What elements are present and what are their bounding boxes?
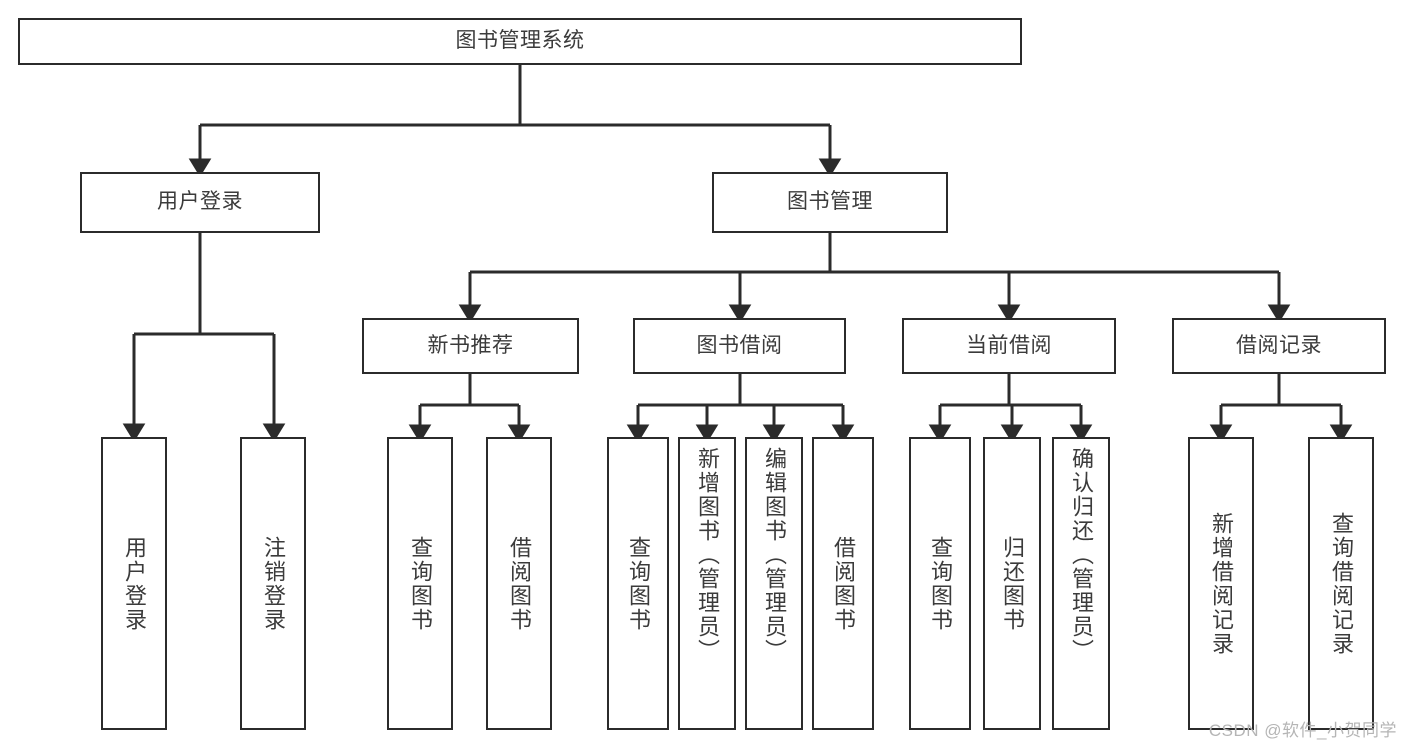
csdn-watermark: CSDN @软件_小贺同学 (1208, 721, 1397, 740)
node-level1-book-management-label: 图书管理 (787, 190, 873, 214)
node-leaf-query-book-current[interactable]: 查询图书 (909, 437, 971, 730)
node-leaf-confirm-return-admin-label: 确认归还（管理员） (1069, 447, 1094, 663)
node-leaf-user-login-label: 用户登录 (122, 535, 147, 632)
node-leaf-add-borrow-record[interactable]: 新增借阅记录 (1188, 437, 1254, 730)
node-leaf-query-book-recommend[interactable]: 查询图书 (387, 437, 453, 730)
node-leaf-add-borrow-record-label: 新增借阅记录 (1209, 511, 1234, 656)
node-level1-user-login[interactable]: 用户登录 (80, 172, 320, 233)
node-level1-book-management[interactable]: 图书管理 (712, 172, 948, 233)
node-leaf-borrow-book-recommend[interactable]: 借阅图书 (486, 437, 552, 730)
node-leaf-query-book-current-label: 查询图书 (928, 535, 953, 632)
node-leaf-edit-book-admin[interactable]: 编辑图书（管理员） (745, 437, 803, 730)
node-leaf-edit-book-admin-label: 编辑图书（管理员） (762, 447, 787, 663)
node-leaf-query-borrow-record[interactable]: 查询借阅记录 (1308, 437, 1374, 730)
node-level2-new-book-recommend[interactable]: 新书推荐 (362, 318, 579, 374)
node-leaf-borrow-book-recommend-label: 借阅图书 (507, 535, 532, 632)
node-level2-current-borrow-label: 当前借阅 (966, 333, 1052, 357)
node-leaf-query-book-borrow[interactable]: 查询图书 (607, 437, 669, 730)
node-root-label: 图书管理系统 (455, 29, 585, 53)
node-leaf-confirm-return-admin[interactable]: 确认归还（管理员） (1052, 437, 1110, 730)
node-leaf-return-book[interactable]: 归还图书 (983, 437, 1041, 730)
node-level2-book-borrow-label: 图书借阅 (696, 333, 783, 357)
node-root[interactable]: 图书管理系统 (18, 18, 1022, 65)
node-leaf-query-book-recommend-label: 查询图书 (408, 535, 433, 632)
node-level2-current-borrow[interactable]: 当前借阅 (902, 318, 1116, 374)
node-leaf-user-login[interactable]: 用户登录 (101, 437, 167, 730)
node-leaf-query-borrow-record-label: 查询借阅记录 (1329, 511, 1354, 656)
node-level2-new-book-recommend-label: 新书推荐 (427, 333, 514, 357)
node-leaf-add-book-admin[interactable]: 新增图书（管理员） (678, 437, 736, 730)
node-level1-user-login-label: 用户登录 (157, 190, 243, 214)
node-level2-borrow-record[interactable]: 借阅记录 (1172, 318, 1386, 374)
node-level2-borrow-record-label: 借阅记录 (1236, 333, 1322, 357)
node-leaf-logout[interactable]: 注销登录 (240, 437, 306, 730)
node-level2-book-borrow[interactable]: 图书借阅 (633, 318, 846, 374)
node-leaf-add-book-admin-label: 新增图书（管理员） (695, 447, 720, 663)
node-leaf-logout-label: 注销登录 (261, 535, 286, 632)
node-leaf-query-book-borrow-label: 查询图书 (626, 535, 651, 632)
node-leaf-return-book-label: 归还图书 (1000, 535, 1025, 632)
node-leaf-borrow-book[interactable]: 借阅图书 (812, 437, 874, 730)
node-leaf-borrow-book-label: 借阅图书 (831, 535, 856, 632)
